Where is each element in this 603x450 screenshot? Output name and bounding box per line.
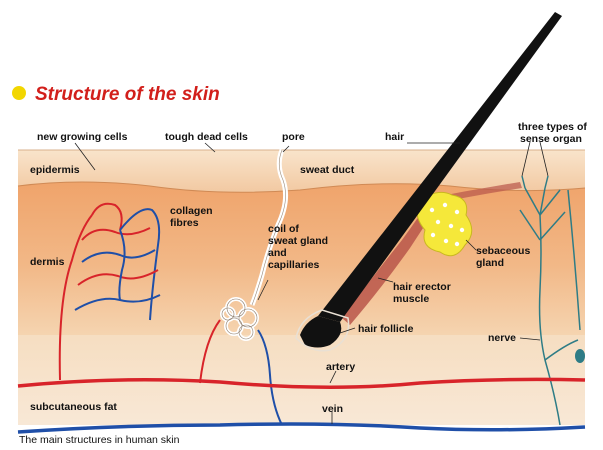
- diagram-title: Structure of the skin: [35, 84, 220, 105]
- label-coil-4: capillaries: [268, 259, 320, 271]
- label-three-types-1: three types of: [518, 121, 587, 133]
- label-sweat-duct: sweat duct: [300, 164, 355, 176]
- caption: The main structures in human skin: [19, 434, 180, 446]
- label-collagen-1: collagen: [170, 205, 213, 217]
- vein-vessel: [18, 424, 585, 432]
- label-artery: artery: [326, 361, 355, 373]
- label-sebaceous-1: sebaceous: [476, 245, 530, 257]
- label-coil-1: coil of: [268, 223, 299, 235]
- label-vein: vein: [322, 403, 343, 415]
- sense-organ-bulb: [575, 349, 585, 363]
- label-hair: hair: [385, 131, 404, 143]
- label-coil-2: sweat gland: [268, 235, 328, 247]
- label-three-types-2: sense organ: [520, 133, 582, 145]
- label-hair-follicle: hair follicle: [358, 323, 414, 335]
- label-hair-erector-1: hair erector: [393, 281, 451, 293]
- title-dot: [12, 86, 26, 100]
- label-subcutaneous-fat: subcutaneous fat: [30, 401, 117, 413]
- label-pore: pore: [282, 131, 305, 143]
- label-epidermis: epidermis: [30, 164, 80, 176]
- label-sebaceous-2: gland: [476, 257, 504, 269]
- label-coil-3: and: [268, 247, 287, 259]
- label-collagen-2: fibres: [170, 217, 199, 229]
- label-new-growing-cells: new growing cells: [37, 131, 128, 143]
- label-nerve: nerve: [488, 332, 516, 344]
- label-tough-dead-cells: tough dead cells: [165, 131, 248, 143]
- label-dermis: dermis: [30, 256, 65, 268]
- label-hair-erector-2: muscle: [393, 293, 429, 305]
